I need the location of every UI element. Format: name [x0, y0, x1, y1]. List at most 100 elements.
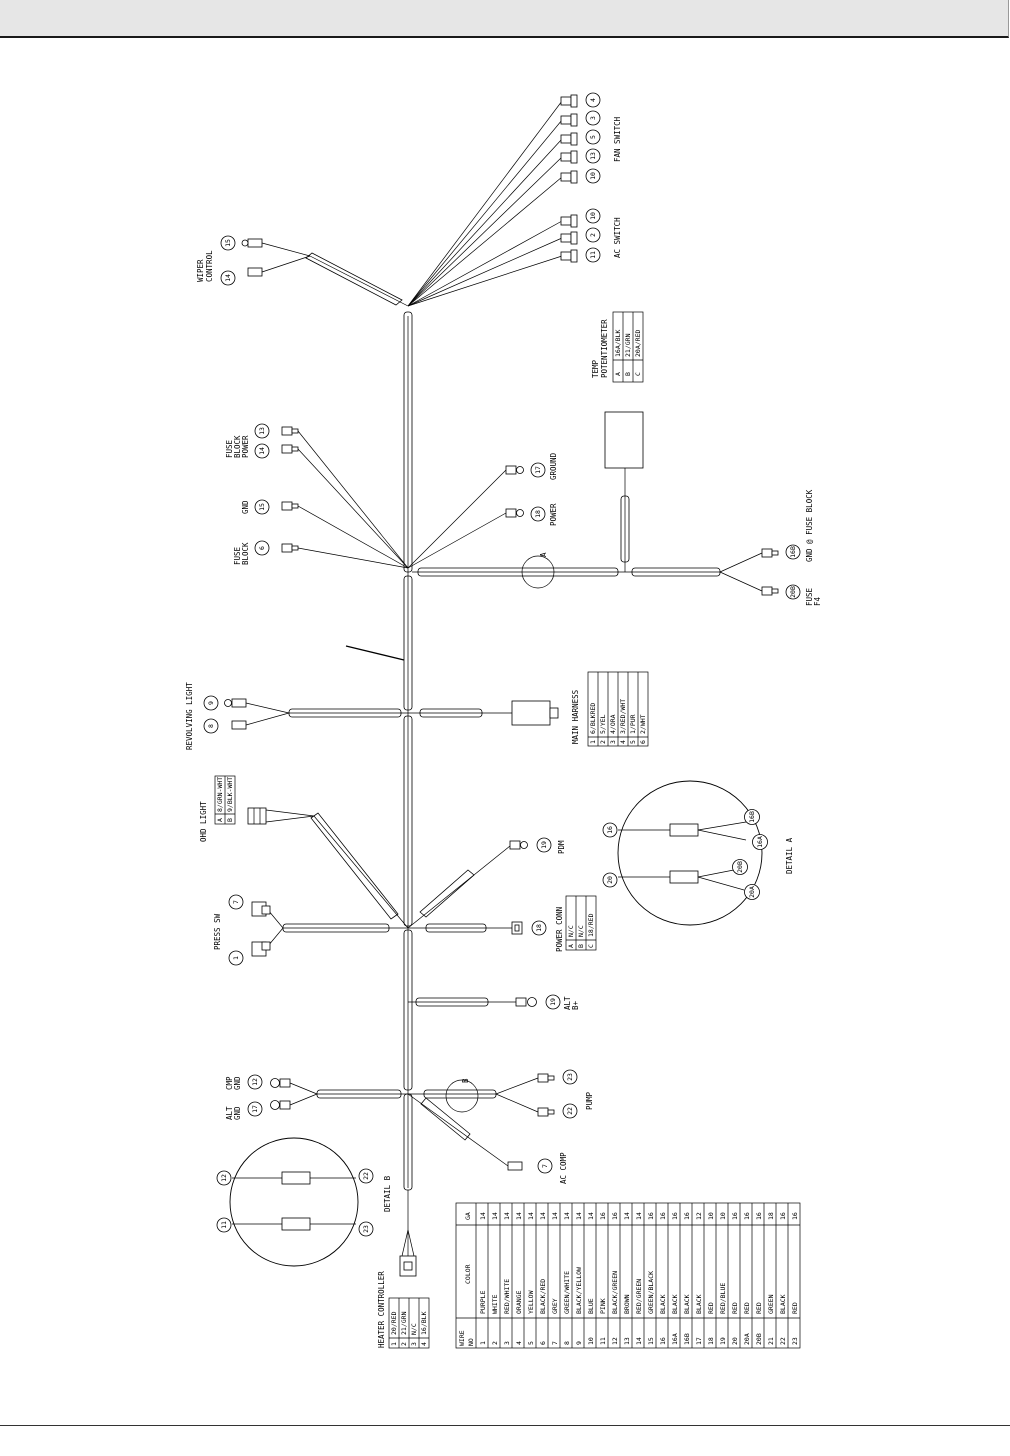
wire-chart-cell-wire-no: 6 [539, 1341, 547, 1345]
svg-text:16/BLK: 16/BLK [420, 1311, 428, 1335]
svg-text:10: 10 [589, 172, 597, 180]
svg-text:15: 15 [224, 239, 232, 247]
alt-b-plus-callout-19: 19 [545, 994, 561, 1010]
wire-chart-cell-wire-no: 3 [503, 1341, 511, 1345]
wiper-callout-14: 14 [220, 270, 236, 286]
ac-comp-branch [407, 1093, 523, 1171]
svg-text:5: 5 [629, 740, 637, 744]
svg-text:19: 19 [540, 841, 548, 849]
fuse-block-callout-6: 6 [254, 540, 270, 556]
svg-text:2: 2 [400, 1342, 408, 1346]
fuse-block-power-label-2: BLOCK [233, 435, 242, 458]
right-fan-branch [407, 465, 524, 569]
wire-chart-cell-ga: 14 [563, 1212, 571, 1220]
svg-text:3: 3 [589, 116, 597, 120]
wire-chart-cell-wire-no: 20A [743, 1333, 751, 1345]
detail-a-label: DETAIL A [785, 837, 794, 874]
alt-gnd-label-2: GND [233, 1106, 242, 1120]
pump-callout-22: 22 [562, 1103, 578, 1119]
press-sw-label: PRESS SW [213, 913, 222, 950]
press-sw-callout-7: 7 [228, 894, 244, 910]
svg-text:11: 11 [220, 1221, 228, 1229]
fuse-block-power-label-3: POWER [241, 435, 250, 458]
fan-switch-group [407, 100, 563, 307]
wire-chart-cell-wire-no: 7 [551, 1341, 559, 1345]
ac-switch-callout-2: 2 [585, 227, 601, 243]
wiper-control-label-1: WIPER [196, 259, 205, 282]
wire-chart-header-ga: GA [464, 1212, 472, 1220]
heater-controller-label: HEATER CONTROLLER [377, 1271, 386, 1348]
svg-text:21/GRN: 21/GRN [624, 333, 632, 357]
wire-chart-cell-wire-no: 5 [527, 1341, 535, 1345]
svg-text:7: 7 [541, 1164, 549, 1168]
wire-chart-cell-wire-no: 23 [791, 1337, 799, 1345]
wire-chart-cell-wire-no: 21 [767, 1337, 775, 1345]
svg-text:1: 1 [589, 740, 597, 744]
gnd-label: GND [241, 500, 250, 514]
cmp-gnd-callout-12: 12 [247, 1074, 263, 1090]
wire-chart-cell-wire-no: 18 [707, 1337, 715, 1345]
wire-chart-cell-wire-no: 16A [671, 1333, 679, 1345]
cmp-gnd-label-1: CMP [225, 1076, 234, 1090]
svg-text:3: 3 [609, 740, 617, 744]
svg-text:13: 13 [258, 427, 266, 435]
wire-chart-cell-ga: 12 [695, 1212, 703, 1220]
wire-chart-cell-wire-no: 15 [647, 1337, 655, 1345]
wire-chart-cell-wire-no: 1 [479, 1341, 487, 1345]
svg-text:21/GRN: 21/GRN [400, 1311, 408, 1335]
wire-chart-cell-ga: 14 [635, 1212, 643, 1220]
wire-chart-cell-color: RED [743, 1302, 751, 1314]
wire-chart-cell-color: BLACK [695, 1294, 703, 1314]
fuse-block-power-label-1: FUSE [225, 439, 234, 458]
power-conn-branch [408, 921, 523, 935]
main-harness-branch [408, 700, 559, 726]
fan-switch-label: FAN SWITCH [613, 116, 622, 162]
leader-line [345, 645, 405, 661]
wire-chart-cell-color: RED [791, 1302, 799, 1314]
detail-a-view [617, 780, 763, 926]
svg-text:5: 5 [589, 135, 597, 139]
wire-chart-cell-wire-no: 4 [515, 1341, 523, 1345]
svg-text:A: A [614, 372, 622, 376]
svg-text:16A/BLK: 16A/BLK [614, 330, 622, 357]
svg-text:15: 15 [258, 503, 266, 511]
wire-chart-cell-ga: 16 [791, 1212, 799, 1220]
wire-chart-cell-color: YELLOW [527, 1290, 535, 1314]
svg-text:C: C [587, 944, 595, 948]
svg-text:4/ORA: 4/ORA [609, 714, 617, 734]
wire-chart-cell-color: BROWN [623, 1294, 631, 1314]
ac-switch-callout-10: 10 [585, 208, 601, 224]
fan-switch-callout-13: 13 [585, 148, 601, 164]
svg-text:4: 4 [420, 1342, 428, 1346]
wire-chart-cell-color: RED [707, 1302, 715, 1314]
wire-chart-cell-wire-no: 19 [719, 1337, 727, 1345]
temp-potentiometer-label-1: TEMP [591, 359, 600, 378]
temp-potentiometer-label-2: POTENTIOMETER [600, 319, 609, 378]
svg-text:A: A [567, 944, 575, 948]
svg-text:1: 1 [232, 956, 240, 960]
svg-text:20A: 20A [748, 886, 756, 898]
wire-chart-cell-color: GREEN/WHITE [563, 1271, 571, 1314]
svg-text:16B: 16B [789, 546, 797, 558]
fuse-f4-callout-20b: 20B [785, 584, 801, 600]
wiper-callout-15: 15 [220, 235, 236, 251]
wire-chart-frame [455, 1202, 801, 1349]
svg-text:C: C [634, 372, 642, 376]
svg-text:A: A [216, 818, 224, 822]
wire-chart-cell-wire-no: 2 [491, 1341, 499, 1345]
wire-chart-cell-color: ORANGE [515, 1290, 523, 1314]
wire-chart-cell-wire-no: 20B [755, 1333, 763, 1345]
svg-text:7: 7 [232, 900, 240, 904]
wire-chart-cell-ga: 14 [479, 1212, 487, 1220]
svg-text:5/YEL: 5/YEL [599, 714, 607, 734]
gnd-callout-15: 15 [254, 499, 270, 515]
svg-text:16: 16 [606, 826, 614, 834]
svg-text:N/C: N/C [567, 925, 575, 937]
svg-text:17: 17 [251, 1105, 259, 1113]
wire-chart-cell-wire-no: 8 [563, 1341, 571, 1345]
detail-a-callout-16: 16 [602, 822, 618, 838]
detail-b-callout-22: 22 [358, 1168, 374, 1184]
gnd-fuse-block-callout-16b: 16B [785, 544, 801, 560]
power-conn-callout-18: 18 [531, 920, 547, 936]
wire-chart-cell-wire-no: 11 [599, 1337, 607, 1345]
